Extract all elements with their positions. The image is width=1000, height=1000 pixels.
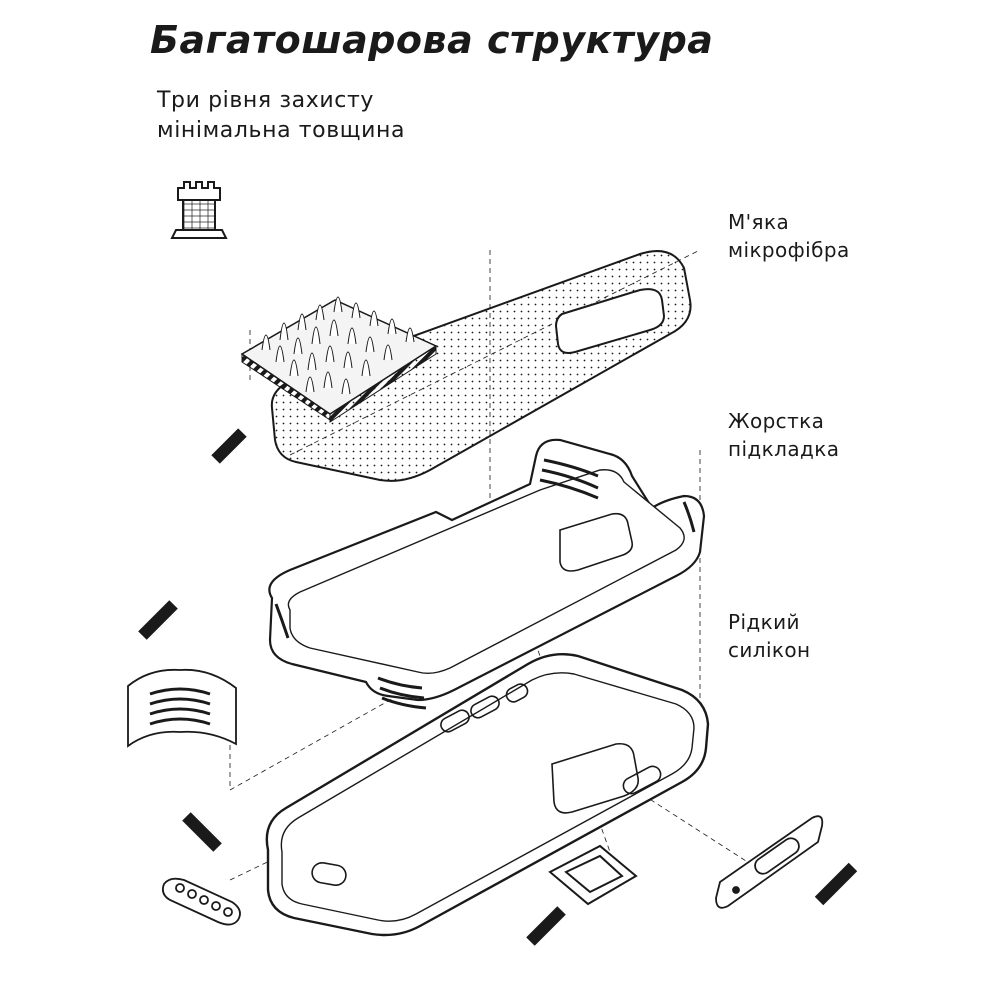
- camera-ring-detail: [548, 844, 638, 906]
- fiber-sample: [240, 296, 438, 423]
- liquid-silicone-layer: [265, 653, 710, 937]
- page-title: Багатошарова структура: [150, 18, 714, 62]
- label-liquid-silicone-line-2: силікон: [728, 638, 811, 662]
- side-button-detail: [715, 815, 824, 909]
- label-liquid-silicone-line-1: Рідкий: [728, 610, 800, 634]
- hard-base-layer: [268, 438, 706, 710]
- microfiber-layer: [240, 250, 692, 482]
- corner-bumper-detail: [127, 668, 237, 748]
- label-microfiber: М'яка мікрофібра: [728, 208, 850, 264]
- label-hard-base: Жорстка підкладка: [728, 407, 839, 463]
- subtitle-line-2: мінімальна товщина: [157, 118, 406, 143]
- callout-tags: [138, 428, 858, 946]
- button-strip-detail: [161, 877, 241, 926]
- label-hard-base-line-2: підкладка: [728, 437, 840, 461]
- label-microfiber-line-1: М'яка: [728, 210, 790, 234]
- tower-icon: [170, 181, 228, 239]
- subtitle-line-1: Три рівня захисту: [157, 88, 374, 113]
- label-liquid-silicone: Рідкий силікон: [728, 608, 811, 664]
- label-hard-base-line-1: Жорстка: [728, 409, 825, 433]
- label-microfiber-line-2: мікрофібра: [728, 238, 850, 262]
- subtitle: Три рівня захисту мінімальна товщина: [157, 86, 405, 146]
